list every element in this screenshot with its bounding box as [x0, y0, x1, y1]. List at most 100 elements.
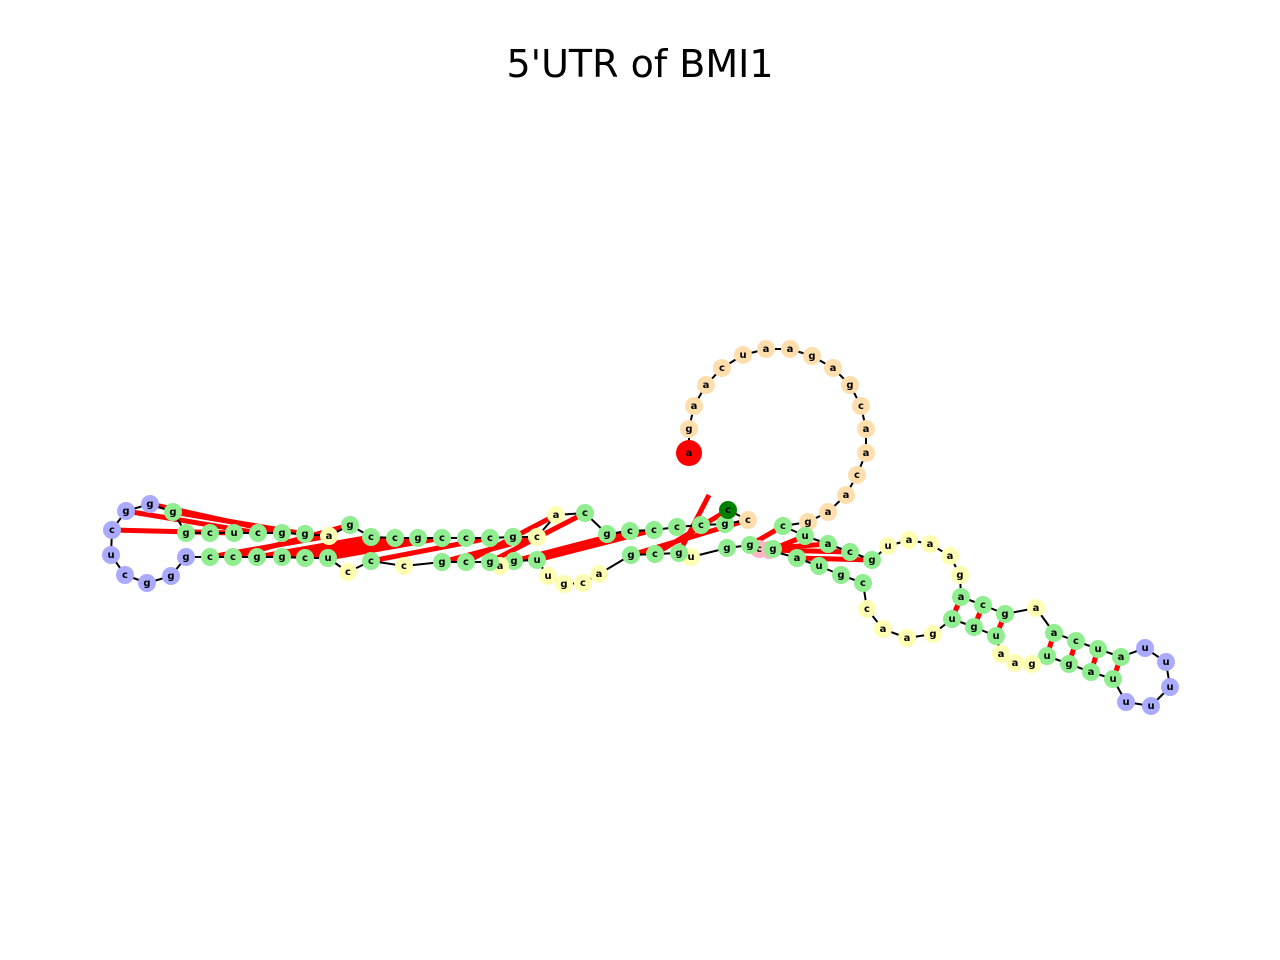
- nucleotide-stem: u: [319, 549, 337, 567]
- nucleotide-hairpin-loop: g: [177, 548, 195, 566]
- nucleotide-stem: g: [273, 548, 291, 566]
- nucleotide-multi-loop: g: [680, 420, 698, 438]
- nucleotide-circle: [339, 563, 357, 581]
- nucleotide-label: a: [958, 592, 965, 603]
- nucleotide-stem: g: [622, 546, 640, 564]
- nucleotide-stem: c: [841, 543, 859, 561]
- nucleotide-stem: c: [576, 504, 594, 522]
- nucleotide-stem: c: [621, 522, 639, 540]
- nucleotide-circle: [1157, 653, 1175, 671]
- nucleotide-interior-loop: u: [879, 537, 897, 555]
- nucleotide-label: u: [1094, 644, 1101, 655]
- nucleotide-stem: u: [528, 551, 546, 569]
- nucleotide-label: c: [230, 552, 236, 563]
- nucleotide-interior-loop: a: [1027, 599, 1045, 617]
- nucleotide-label: c: [860, 578, 866, 589]
- nucleotide-circle: [320, 527, 338, 545]
- nucleotide-circle: [1023, 655, 1041, 673]
- diagram-title: 5'UTR of BMI1: [506, 42, 774, 86]
- nucleotide-stem: c: [362, 528, 380, 546]
- nucleotide-label: a: [326, 531, 333, 542]
- nucleotide-circle: [138, 574, 156, 592]
- nucleotide-stem: g: [505, 552, 523, 570]
- nucleotide-circle: [481, 553, 499, 571]
- nucleotide-circle: [319, 549, 337, 567]
- nucleotide-stem: g: [177, 524, 195, 542]
- nucleotide-circle: [273, 548, 291, 566]
- nucleotide-stem: g: [481, 553, 499, 571]
- nucleotide-circle: [645, 521, 663, 539]
- nucleotide-circle: [965, 618, 983, 636]
- nucleotide-label: g: [808, 351, 815, 362]
- nucleotide-circle: [741, 536, 759, 554]
- nucleotide-multi-loop: g: [841, 376, 859, 394]
- nucleotide-circle: [574, 574, 592, 592]
- nucleotide-label: a: [703, 380, 710, 391]
- nucleotide-interior-loop: a: [1006, 654, 1024, 672]
- nucleotide-circle: [819, 535, 837, 553]
- nucleotide-circle: [854, 574, 872, 592]
- nucleotide-label: c: [719, 363, 725, 374]
- nucleotide-stem: c: [645, 521, 663, 539]
- nucleotide-hairpin-loop: c: [103, 521, 121, 539]
- nucleotide-label: c: [122, 570, 128, 581]
- nucleotide-hairpin-loop: c: [116, 566, 134, 584]
- nucleotide-stem: c: [854, 574, 872, 592]
- nucleotide-label: c: [847, 547, 853, 558]
- nucleotide-stem: c: [433, 529, 451, 547]
- nucleotide-circle: [716, 515, 734, 533]
- nucleotide-interior-loop: c: [574, 574, 592, 592]
- nucleotide-circle: [718, 539, 736, 557]
- nucleotide-label: u: [324, 553, 331, 564]
- nucleotide-circle: [177, 524, 195, 542]
- nucleotide-label: u: [1122, 697, 1129, 708]
- nucleotide-label: g: [721, 519, 728, 530]
- nucleotide-multi-loop: a: [857, 420, 875, 438]
- nucleotide-stem: g: [164, 503, 182, 521]
- nucleotide-stem: u: [810, 557, 828, 575]
- nucleotide-circle: [900, 531, 918, 549]
- nucleotide-circle: [177, 548, 195, 566]
- nucleotide-label: g: [346, 520, 353, 531]
- nucleotide-stem: a: [952, 588, 970, 606]
- nucleotide-label: g: [675, 548, 682, 559]
- nucleotide-multi-loop: a: [857, 444, 875, 462]
- nucleotide-stem: u: [796, 527, 814, 545]
- nucleotide-label: a: [927, 539, 934, 550]
- nucleotide-label: a: [553, 510, 560, 521]
- nucleotide-circle: [858, 600, 876, 618]
- nucleotide-hairpin-loop: u: [1136, 639, 1154, 657]
- nucleotide-label: g: [1028, 659, 1035, 670]
- nucleotide-hairpin-loop: u: [1157, 653, 1175, 671]
- nucleotide-label: g: [929, 629, 936, 640]
- nucleotide-circle: [734, 346, 752, 364]
- nucleotide-circle: [697, 376, 715, 394]
- nucleotide-stem: c: [201, 548, 219, 566]
- nucleotide-label: g: [486, 557, 493, 568]
- nucleotide-label: a: [1088, 667, 1095, 678]
- nucleotide-interior-loop: a: [898, 629, 916, 647]
- nucleotide-stem: c: [1067, 632, 1085, 650]
- nucleotide-label: a: [825, 539, 832, 550]
- nucleotide-circle: [1006, 654, 1024, 672]
- nucleotide-circle: [395, 557, 413, 575]
- nucleotide-label: g: [970, 622, 977, 633]
- nucleotide-multi-loop: a: [781, 340, 799, 358]
- nucleotide-multi-loop: a: [697, 376, 715, 394]
- nucleotide-stem: g: [1060, 655, 1078, 673]
- nucleotide-circle: [764, 540, 782, 558]
- nucleotide-label: g: [1001, 609, 1008, 620]
- nucleotide-circle: [713, 359, 731, 377]
- nucleotide-label: g: [1065, 659, 1072, 670]
- nucleotide-circle: [924, 625, 942, 643]
- nucleotide-circle: [921, 535, 939, 553]
- nucleotide-circle: [296, 525, 314, 543]
- nucleotide-stem: a: [788, 549, 806, 567]
- nucleotide-hairpin-loop: g: [141, 495, 159, 513]
- nucleotide-label: c: [745, 515, 751, 526]
- nucleotide-circle: [433, 529, 451, 547]
- nucleotide-circle: [781, 340, 799, 358]
- nucleotide-circle: [249, 524, 267, 542]
- nucleotide-label: c: [725, 505, 731, 516]
- nucleotide-circle: [841, 376, 859, 394]
